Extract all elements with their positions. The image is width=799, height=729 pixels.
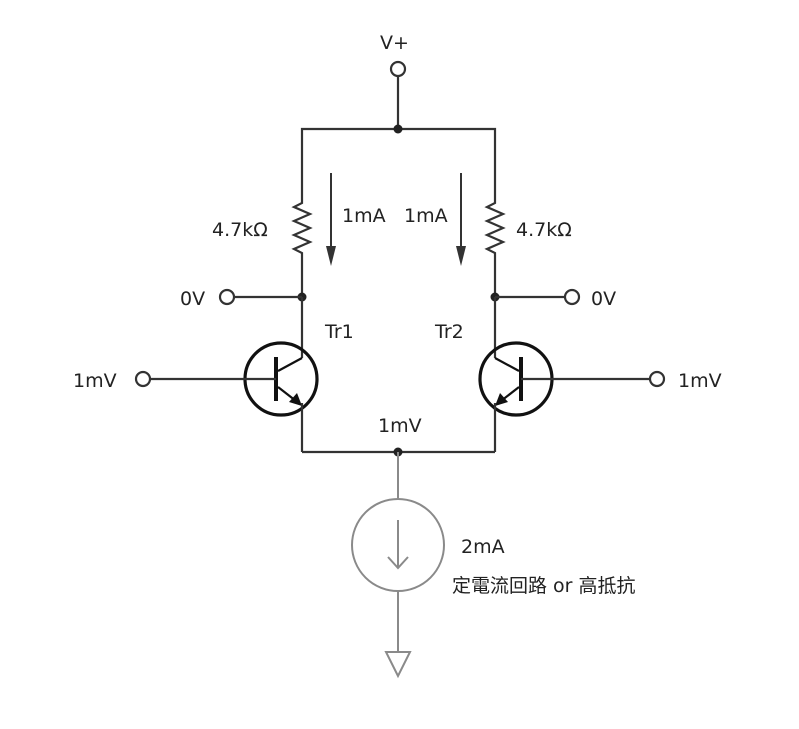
current-source-value: 2mA <box>461 536 505 558</box>
resistor-left <box>291 196 313 296</box>
supply-terminal <box>389 60 407 78</box>
top-junction-dot <box>393 124 403 134</box>
current-source-caption: 定電流回路 or 高抵抗 <box>452 575 636 597</box>
current-right-label: 1mA <box>404 205 448 227</box>
current-arrow-right <box>456 173 466 266</box>
base-right-label: 1mV <box>678 370 722 392</box>
resistor-left-label: 4.7kΩ <box>212 219 268 241</box>
transistor-left-label: Tr1 <box>324 321 354 343</box>
ground-icon <box>384 651 412 679</box>
current-left-label: 1mA <box>342 205 386 227</box>
transistor-tr2 <box>478 297 650 452</box>
output-left-terminal <box>218 288 236 306</box>
transistor-right-label: Tr2 <box>434 321 464 343</box>
resistor-right <box>484 196 506 296</box>
output-right-terminal <box>563 288 581 306</box>
collector-right-label: 0V <box>591 288 616 310</box>
transistor-tr1 <box>150 297 319 452</box>
emitter-node-label: 1mV <box>378 415 422 437</box>
base-left-label: 1mV <box>73 370 117 392</box>
resistor-right-label: 4.7kΩ <box>516 219 572 241</box>
current-source <box>351 498 445 592</box>
current-arrow-left <box>326 173 336 266</box>
base-left-terminal <box>134 370 152 388</box>
base-right-terminal <box>648 370 666 388</box>
collector-left-label: 0V <box>180 288 205 310</box>
supply-label: V+ <box>380 32 409 54</box>
